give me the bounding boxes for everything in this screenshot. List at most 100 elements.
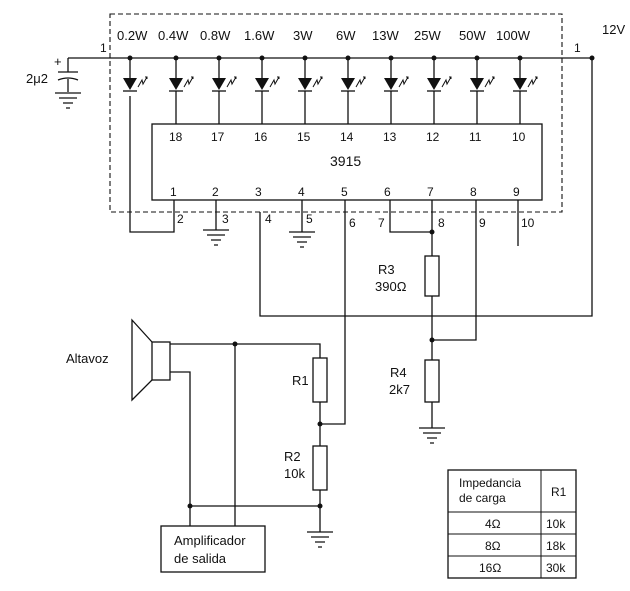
r3-value: 390Ω	[375, 279, 407, 294]
r1-label: R1	[292, 373, 309, 388]
ic-label: 3915	[330, 153, 361, 169]
ic-pin-label: 9	[513, 185, 520, 199]
table-cell: 16Ω	[479, 561, 501, 575]
speaker-top-wire	[170, 343, 321, 358]
ic-pin-label: 14	[340, 130, 354, 144]
node-label: 2	[177, 212, 184, 226]
ic-pin-label: 7	[427, 185, 434, 199]
resistor-r1	[312, 357, 328, 403]
speaker-bottom-wire	[170, 371, 320, 507]
power-labels: 0.2W 0.4W 0.8W 1.6W 3W 6W 13W 25W 50W 10…	[117, 28, 531, 43]
power-label: 13W	[372, 28, 399, 43]
table-header-impedance: de carga	[459, 491, 506, 505]
power-label: 0.8W	[200, 28, 231, 43]
power-label: 0.2W	[117, 28, 148, 43]
ic-pin-label: 6	[384, 185, 391, 199]
node-label: 10	[521, 216, 535, 230]
led-icon	[384, 55, 409, 124]
ground-icon	[203, 229, 229, 246]
resistor-r4	[424, 359, 440, 403]
ic-pin-label: 4	[298, 185, 305, 199]
ground-icon	[307, 531, 333, 548]
ic-3915	[151, 123, 543, 201]
table-cell: 30k	[546, 561, 566, 575]
led-array	[123, 55, 538, 124]
power-label: 50W	[459, 28, 486, 43]
ground-icon	[419, 427, 445, 444]
capacitor-polarity: +	[54, 54, 62, 69]
node-label: 9	[479, 216, 486, 230]
led-icon	[255, 55, 280, 124]
led-icon	[341, 55, 366, 124]
r2-label: R2	[284, 449, 301, 464]
amplifier-box	[160, 525, 266, 573]
module-outline	[109, 13, 563, 213]
node-label: 3	[222, 212, 229, 226]
node-label: 1	[574, 41, 581, 55]
supply-to-pin4	[259, 58, 593, 317]
resistor-r3	[424, 255, 440, 297]
amplifier-label-line1: Amplificador	[174, 533, 246, 548]
node-label: 7	[378, 216, 385, 230]
ic-bottom-pins: 1 2 3 4 5 6 7 8 9	[170, 185, 520, 199]
ic-pin-label: 8	[470, 185, 477, 199]
resistor-r2	[312, 445, 328, 491]
table-header-r1: R1	[551, 485, 567, 499]
led-icon	[427, 55, 452, 124]
capacitor-label: 2μ2	[26, 71, 48, 86]
ic-top-pins: 18 17 16 15 14 13 12 11 10	[169, 130, 526, 144]
table-cell: 10k	[546, 517, 566, 531]
node-label: 1	[100, 41, 107, 55]
ic-pin-label: 12	[426, 130, 440, 144]
supply-label: 12V	[602, 22, 625, 37]
junction-node	[317, 503, 323, 509]
power-label: 3W	[293, 28, 313, 43]
ic-pin-label: 18	[169, 130, 183, 144]
power-label: 0.4W	[158, 28, 189, 43]
pin9-wire	[432, 200, 477, 341]
r2-value: 10k	[284, 466, 305, 481]
table-header-impedance: Impedancia	[459, 476, 521, 490]
ic-pin-label: 15	[297, 130, 311, 144]
led-icon	[513, 55, 538, 124]
impedance-table: Impedancia de carga R1 4Ω 10k 8Ω 18k 16Ω…	[447, 469, 577, 579]
ic-pin-label: 2	[212, 185, 219, 199]
led-icon	[169, 55, 194, 124]
ic-pin-label: 13	[383, 130, 397, 144]
led-icon	[123, 55, 148, 92]
r4-label: R4	[390, 365, 407, 380]
led-icon	[298, 55, 323, 124]
r3-label: R3	[378, 262, 395, 277]
power-label: 25W	[414, 28, 441, 43]
junction-node	[429, 337, 435, 343]
speaker-icon	[131, 318, 171, 402]
junction-node	[317, 421, 323, 427]
ic-pin-label: 10	[512, 130, 526, 144]
node-label: 8	[438, 216, 445, 230]
ground-icon	[55, 92, 81, 109]
speaker-label: Altavoz	[66, 351, 109, 366]
pin6-wire	[320, 200, 346, 425]
table-cell: 8Ω	[485, 539, 501, 553]
pin7-pin8-wire	[389, 200, 433, 233]
ground-icon	[289, 231, 315, 248]
ic-pin-label: 5	[341, 185, 348, 199]
ic-pin-label: 11	[469, 130, 482, 144]
pin1-pin2-loop	[129, 96, 175, 233]
amplifier-label-line2: de salida	[174, 551, 227, 566]
ic-pin-label: 3	[255, 185, 262, 199]
table-cell: 4Ω	[485, 517, 501, 531]
table-cell: 18k	[546, 539, 566, 553]
power-label: 6W	[336, 28, 356, 43]
power-label: 1.6W	[244, 28, 275, 43]
power-label: 100W	[496, 28, 531, 43]
ic-pin-label: 1	[170, 185, 177, 199]
ic-pin-label: 16	[254, 130, 268, 144]
node-label: 6	[349, 216, 356, 230]
node-label: 5	[306, 212, 313, 226]
node-label: 4	[265, 212, 272, 226]
led-icon	[212, 55, 237, 124]
ic-pin-label: 17	[211, 130, 225, 144]
led-icon	[470, 55, 495, 124]
